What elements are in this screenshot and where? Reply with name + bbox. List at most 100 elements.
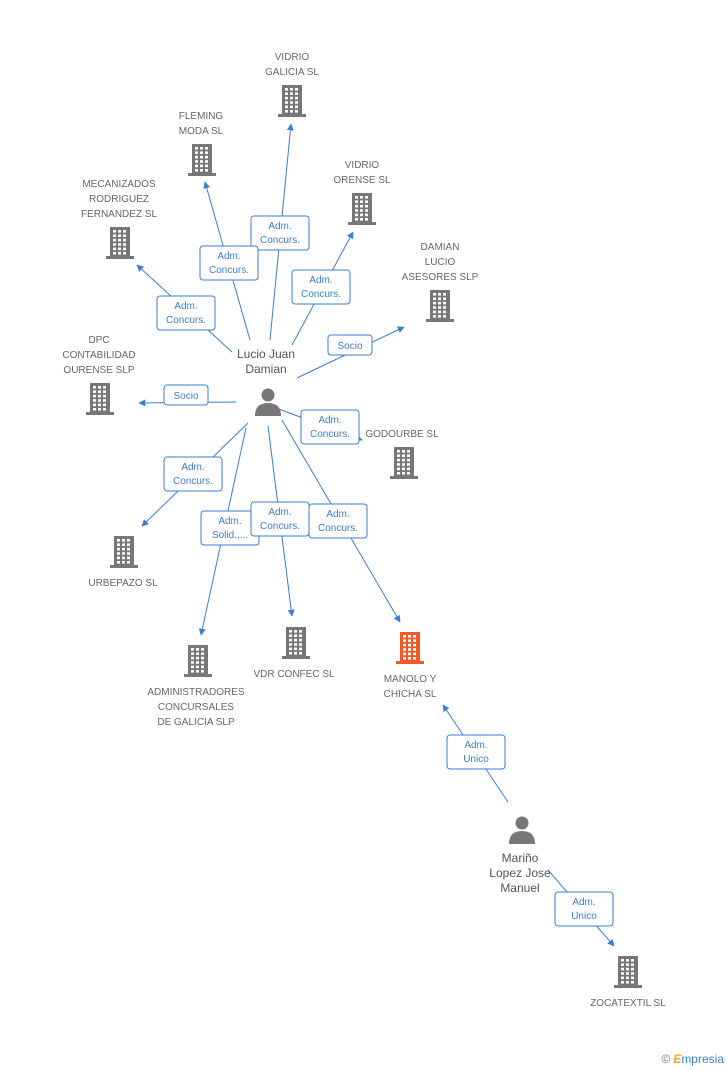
edge-label-line: Adm. [268, 507, 291, 518]
company-node-urbepazo[interactable]: URBEPAZO SL [88, 536, 158, 589]
edge-label-line: Adm. [268, 221, 291, 232]
node-label-line: VIDRIO [345, 160, 380, 171]
empresia-brand[interactable]: ©Empresia [661, 1052, 724, 1066]
company-node-vdr[interactable]: VDR CONFEC SL [253, 627, 335, 680]
edge-label[interactable]: Adm. Concurs. [250, 501, 310, 537]
edge-label-text: Adm.Concurs. [310, 415, 350, 440]
edge-label[interactable]: Adm.Concurs. [300, 409, 360, 445]
edge-label-line: Unico [463, 754, 489, 765]
company-node-vidrio_orense[interactable]: VIDRIO ORENSE SL [333, 160, 391, 225]
edge-label-line: Adm. [217, 251, 240, 262]
node-label: DPC CONTABILIDAD OURENSE SLP [62, 335, 135, 376]
edge-label-box [163, 456, 223, 492]
edge-label[interactable]: Adm.Unico [446, 734, 506, 770]
edge-label-line: Concurs. [301, 289, 341, 300]
node-label-line: RODRIGUEZ [89, 194, 149, 205]
edge-label[interactable]: Adm.Unico [554, 891, 614, 927]
edge-label-line: Concurs. [209, 265, 249, 276]
edge-label-text: Socio [173, 391, 198, 402]
brand-name: mpresia [681, 1052, 724, 1066]
building-icon [278, 85, 306, 117]
edge-label[interactable]: Adm. Concurs. [163, 456, 223, 492]
node-label-line: ASESORES SLP [402, 272, 479, 283]
building-icon [184, 645, 212, 677]
edge-label-line: Adm. [318, 415, 341, 426]
person-icon [255, 388, 281, 416]
edge-label[interactable]: Adm. Concurs. [250, 215, 310, 251]
edge-label-line: Adm. [326, 509, 349, 520]
edge-label-line: Concurs. [173, 476, 213, 487]
node-label: GODOURBE SL [365, 429, 439, 440]
edge-label-text: Adm.Concurs. [166, 301, 206, 326]
company-node-manolo[interactable]: MANOLO Y CHICHA SL [384, 632, 437, 700]
edge-label-box [308, 503, 368, 539]
company-node-dpc[interactable]: DPC CONTABILIDAD OURENSE SLP [62, 335, 136, 415]
edge-label[interactable]: Adm. Concurs. [199, 245, 259, 281]
node-label: VIDRIO ORENSE SL [333, 160, 391, 186]
edge-label[interactable]: Adm.Solid.,... [200, 510, 260, 546]
node-label-line: VIDRIO [275, 52, 310, 63]
edge-label-line: Concurs. [318, 523, 358, 534]
edge-label-line: Concurs. [166, 315, 206, 326]
node-label-line: Lopez Jose [489, 866, 551, 880]
node-label-line: CHICHA SL [384, 689, 437, 700]
edge-labels-layer: Adm.Concurs.Adm.Concurs.Adm.Concurs.Adm.… [156, 215, 614, 927]
node-label-line: MODA SL [179, 126, 224, 137]
edge-label-line: Concurs. [260, 235, 300, 246]
edge-label-text: Adm.Unico [463, 740, 489, 765]
person-icon [509, 816, 535, 844]
edge-label-line: Concurs. [260, 521, 300, 532]
building-icon [282, 627, 310, 659]
node-label: URBEPAZO SL [88, 578, 158, 589]
node-label: MANOLO Y CHICHA SL [384, 674, 437, 700]
edge-label[interactable]: Socio [327, 334, 373, 356]
edge-label-line: Adm. [181, 462, 204, 473]
node-label-line: DE GALICIA SLP [157, 717, 235, 728]
node-label-line: CONCURSALES [158, 702, 234, 713]
company-node-godourbe[interactable]: GODOURBE SL [365, 429, 439, 479]
building-icon [426, 290, 454, 322]
node-label: ZOCATEXTIL SL [590, 998, 666, 1009]
edge-label-box [250, 215, 310, 251]
node-label-line: GODOURBE SL [365, 429, 439, 440]
node-label-line: MANOLO Y [384, 674, 437, 685]
node-label-line: MECANIZADOS [82, 179, 156, 190]
edge-label[interactable]: Adm. Concurs. [308, 503, 368, 539]
building-icon [188, 144, 216, 176]
node-label-line: DPC [88, 335, 109, 346]
edge-label-text: Adm. Concurs. [173, 462, 213, 487]
edge-label-line: Adm. [572, 897, 595, 908]
node-label-line: ORENSE SL [333, 175, 391, 186]
node-label-line: DAMIAN [421, 242, 460, 253]
company-node-zocatextil[interactable]: ZOCATEXTIL SL [590, 956, 666, 1009]
edge-label-line: Solid.,... [212, 530, 248, 541]
copyright-symbol: © [661, 1052, 671, 1066]
edge-label[interactable]: Adm.Concurs. [156, 295, 216, 331]
edge-label-box [163, 384, 209, 406]
edge-label[interactable]: Adm.Concurs. [291, 269, 351, 305]
edge-label-line: Socio [173, 391, 198, 402]
edge-label[interactable]: Socio [163, 384, 209, 406]
node-label-line: CONTABILIDAD [62, 350, 135, 361]
edge-label-text: Adm.Unico [571, 897, 597, 922]
edge-label-box [327, 334, 373, 356]
node-label-line: OURENSE SLP [63, 365, 134, 376]
node-label-line: Lucio Juan [237, 347, 295, 361]
edge-label-box [291, 269, 351, 305]
edge-label-text: Adm. Concurs. [260, 221, 300, 246]
node-label-line: Damian [245, 362, 286, 376]
